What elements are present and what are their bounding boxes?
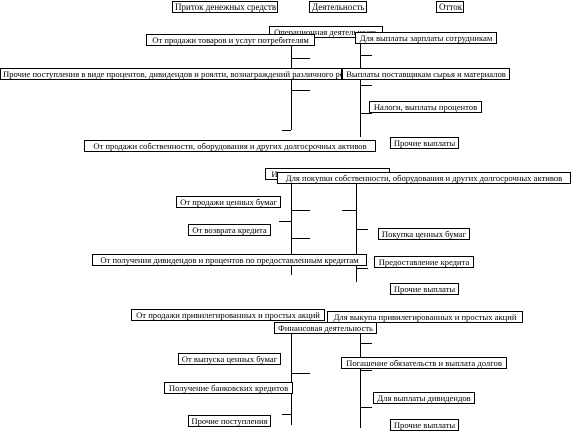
operating-outflow-suppliers: Выплаты поставщикам сырья и материалов	[342, 68, 510, 80]
operating-inflow-other: Прочие поступления в виде процентов, див…	[0, 68, 342, 80]
operating-inflow-asset-sales: От продажи собственности, оборудования и…	[84, 140, 376, 152]
operating-outflow-salaries: Для выплаты зарплаты сотрудникам	[355, 32, 497, 44]
financing-inflow-bank-loans: Получение банковских кредитов	[164, 382, 293, 394]
financing-outflow-buyback: Для выкупа привилегированных и простых а…	[327, 311, 523, 323]
financing-inflow-other: Прочие поступления	[188, 415, 271, 427]
investing-outflow-assets: Для покупки собственности, оборудования …	[277, 172, 571, 184]
header-outflow: Отток	[436, 1, 464, 13]
investing-inflow-dividends: От получения дивидендов и процентов по п…	[92, 254, 367, 266]
financing-inflow-shares: От продажи привилегированных и простых а…	[131, 309, 325, 321]
financing-inflow-securities: От выпуска ценных бумаг	[178, 353, 281, 365]
investing-inflow-loan-return: От возврата кредита	[188, 224, 271, 236]
investing-outflow-securities: Покупка ценных бумаг	[378, 228, 470, 240]
financing-outflow-other: Прочие выплаты	[390, 419, 459, 431]
investing-outflow-lending: Предоставление кредита	[374, 256, 474, 268]
financing-activity-title: Финансовая деятельность	[274, 322, 377, 334]
operating-inflow-sales: От продажи товаров и услуг потребителям	[146, 34, 315, 46]
financing-outflow-debt: Погашение обязательств и выплата долгов	[341, 357, 507, 369]
operating-outflow-taxes: Налоги, выплаты процентов	[369, 101, 482, 113]
investing-outflow-other: Прочие выплаты	[390, 283, 459, 295]
header-activity: Деятельность	[309, 1, 367, 13]
header-inflow: Приток денежных средств	[172, 1, 278, 13]
investing-inflow-securities: От продажи ценных бумаг	[176, 196, 281, 208]
operating-outflow-other: Прочие выплаты	[390, 137, 459, 149]
financing-outflow-dividends: Для выплаты дивидендов	[373, 392, 475, 404]
